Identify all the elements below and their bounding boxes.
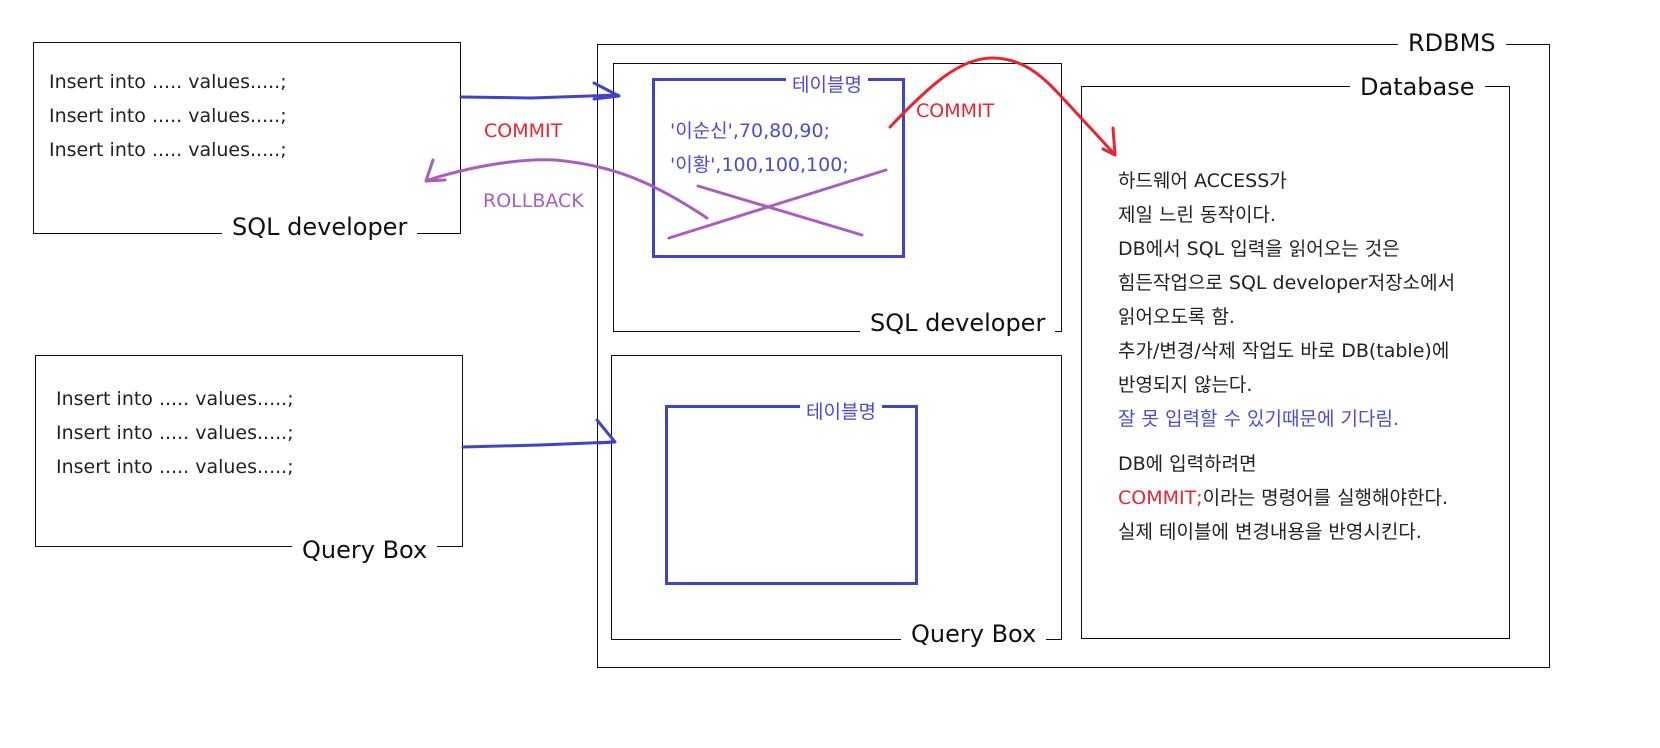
arrow-to-query-box	[461, 418, 617, 449]
client-sql-developer-caption: SQL developer	[222, 213, 418, 241]
commit-keyword: COMMIT;	[1118, 487, 1203, 509]
note-line: 반영되지 않는다.	[1118, 374, 1253, 396]
note-line-highlight: 잘 못 입력할 수 있기때문에 기다림.	[1118, 408, 1399, 430]
note-line: 읽어오도록 함.	[1118, 306, 1235, 328]
commit-label-left: COMMIT	[484, 120, 563, 142]
query-box-table-frame	[665, 405, 918, 585]
note-line: 추가/변경/삭제 작업도 바로 DB(table)에	[1118, 340, 1450, 362]
client-query-box-caption: Query Box	[292, 536, 438, 564]
insert-line: Insert into ..... values.....;	[49, 105, 287, 127]
table-row: '이황',100,100,100;	[670, 154, 849, 176]
client-query-box: Insert into ..... values.....; Insert in…	[35, 355, 463, 547]
database-box	[1081, 86, 1510, 639]
insert-line: Insert into ..... values.....;	[49, 71, 287, 93]
arrow-to-sql-developer	[459, 81, 621, 101]
note-line: 실제 테이블에 변경내용을 반영시킨다.	[1118, 521, 1422, 543]
table-row: '이순신',70,80,90;	[670, 120, 830, 142]
rdbms-query-box-area	[611, 355, 1062, 640]
note-line: 제일 느린 동작이다.	[1118, 204, 1276, 226]
client-sql-lines: Insert into ..... values.....; Insert in…	[49, 65, 287, 167]
note-line: DB에 입력하려면	[1118, 453, 1257, 475]
rollback-label: ROLLBACK	[483, 190, 584, 212]
rdbms-title: RDBMS	[1398, 29, 1506, 57]
client-query-lines: Insert into ..... values.....; Insert in…	[56, 382, 294, 484]
insert-line: Insert into ..... values.....;	[56, 388, 294, 410]
insert-line: Insert into ..... values.....;	[56, 456, 294, 478]
query-box-table-title: 테이블명	[800, 401, 882, 423]
rdbms-sql-developer-caption: SQL developer	[860, 309, 1056, 337]
commit-rest: 이라는 명령어를 실행해야한다.	[1202, 487, 1448, 509]
insert-line: Insert into ..... values.....;	[56, 422, 294, 444]
rdbms-query-box-caption: Query Box	[901, 620, 1047, 648]
client-sql-developer-box: Insert into ..... values.....; Insert in…	[33, 42, 461, 234]
note-line: 하드웨어 ACCESS가	[1118, 170, 1287, 192]
note-line: 힘든작업으로 SQL developer저장소에서	[1118, 272, 1456, 294]
insert-line: Insert into ..... values.....;	[49, 139, 287, 161]
commit-label-right: COMMIT	[916, 100, 995, 122]
sql-developer-table-title: 테이블명	[786, 74, 868, 96]
commit-instruction: COMMIT;이라는 명령어를 실행해야한다.	[1118, 481, 1455, 515]
note-line: DB에서 SQL 입력을 읽어오는 것은	[1118, 238, 1400, 260]
database-notes: 하드웨어 ACCESS가 제일 느린 동작이다. DB에서 SQL 입력을 읽어…	[1118, 164, 1455, 549]
rdbms-box	[597, 44, 1550, 668]
database-title: Database	[1350, 73, 1485, 101]
table-rows: '이순신',70,80,90; '이황',100,100,100;	[670, 114, 849, 182]
